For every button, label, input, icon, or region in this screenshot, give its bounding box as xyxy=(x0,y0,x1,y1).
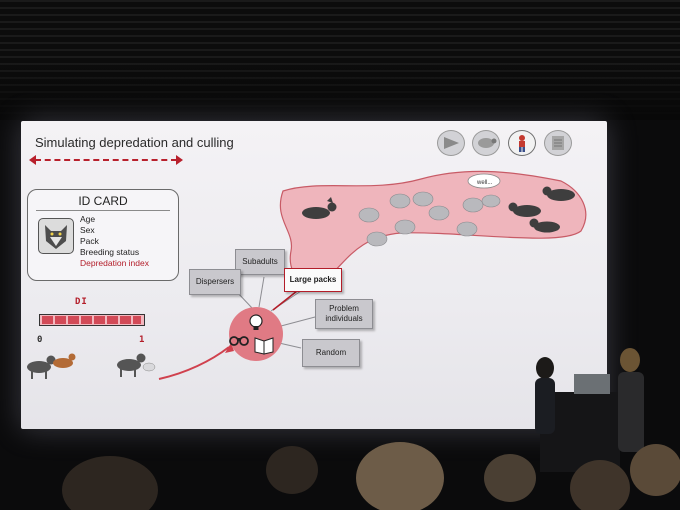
strategy-subadults: Subadults xyxy=(235,249,285,275)
document-icon xyxy=(544,130,572,156)
sheep-flock xyxy=(358,191,501,247)
ceiling-shade xyxy=(0,60,680,120)
di-min-label: 0 xyxy=(37,335,43,345)
curved-arrow xyxy=(158,346,230,380)
di-label: DI xyxy=(75,297,88,307)
book-icon xyxy=(254,337,274,355)
projection-screen: Simulating depredation and culling ID CA… xyxy=(21,121,607,429)
second-presenter xyxy=(618,348,644,452)
title-double-arrow xyxy=(29,155,183,165)
strategy-hub xyxy=(229,307,283,361)
id-card-title: ID CARD xyxy=(78,194,128,208)
presenter xyxy=(535,357,555,434)
audience xyxy=(62,442,680,510)
wolf-with-sheep-high-di xyxy=(117,353,156,377)
thought-bubble xyxy=(467,173,501,189)
wolf-icon xyxy=(302,197,337,219)
selected-connector xyxy=(272,290,298,311)
person-icon xyxy=(508,130,536,156)
wolf-icon xyxy=(508,202,541,217)
arrow-icon xyxy=(437,130,465,156)
slide-title: Simulating depredation and culling xyxy=(35,135,234,150)
di-max-label: 1 xyxy=(139,335,145,345)
lightbulb-icon xyxy=(249,314,263,330)
field-depredation-index: Depredation index xyxy=(80,258,149,268)
id-card-divider xyxy=(36,210,170,211)
thought-bubble-text: well... xyxy=(476,180,493,186)
depredation-index-bar xyxy=(39,314,145,326)
wolf-icon xyxy=(529,218,560,233)
strategy-random: Random xyxy=(302,339,360,367)
laptop xyxy=(574,374,610,394)
sheep-icon xyxy=(472,130,500,156)
id-card-fields: Age Sex Pack Breeding status Depredation… xyxy=(80,214,149,269)
nav-icon-strip xyxy=(437,128,575,156)
wolf-pair-low-di xyxy=(27,353,76,379)
field-pack: Pack xyxy=(80,236,99,246)
strategy-problem-individuals: Problem individuals xyxy=(315,299,373,329)
strategy-large-packs: Large packs xyxy=(284,268,342,292)
field-sex: Sex xyxy=(80,225,95,235)
connector-lines xyxy=(235,276,316,349)
strategy-dispersers: Dispersers xyxy=(189,269,241,295)
field-age: Age xyxy=(80,214,96,224)
field-breeding-status: Breeding status xyxy=(80,247,140,257)
wolf-icon xyxy=(542,186,575,201)
id-card: ID CARD Age Sex Pack Breeding status Dep… xyxy=(27,189,179,281)
wolf-portrait-icon xyxy=(38,218,74,254)
binoculars-icon xyxy=(229,336,249,346)
